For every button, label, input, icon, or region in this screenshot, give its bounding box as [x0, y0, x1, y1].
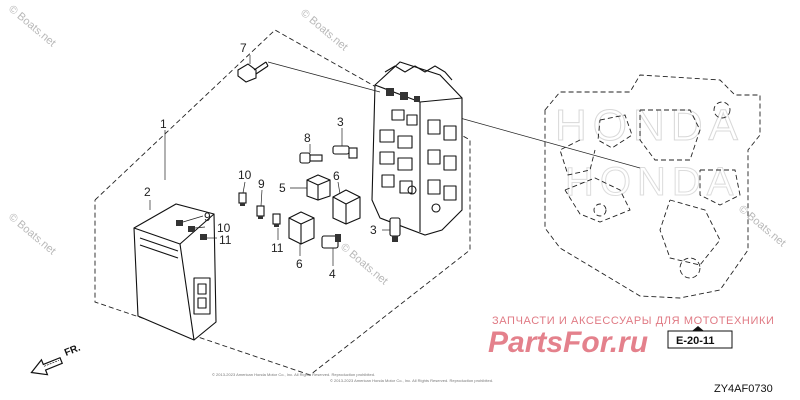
callout-2: 2: [144, 185, 151, 199]
russian-caption: ЗАПЧАСТИ И АКСЕССУАРЫ ДЛЯ МОТОТЕХНИКИ: [492, 315, 774, 327]
boats-watermark-right: © Boats.net: [736, 203, 788, 249]
fuse-part-3-upper: [332, 128, 358, 159]
callout-10-lower: 10: [217, 221, 231, 235]
diagram-code: ZY4AF0730: [714, 383, 773, 395]
callout-6-upper: 6: [333, 169, 340, 183]
callout-6-lower: 6: [296, 257, 303, 271]
callout-11-lower: 11: [219, 233, 232, 247]
copyright-line: © 2013-2023 American Honda Motor Co., In…: [212, 372, 375, 377]
front-direction-label: FR.: [63, 342, 82, 358]
fuse-part-3-lower: [382, 217, 401, 242]
partsfor-watermark: PartsFor.ru: [488, 326, 648, 359]
mini-fuses-outside: [238, 181, 281, 240]
relay-part-5: [290, 174, 331, 201]
diode-part-4: [321, 234, 341, 266]
callout-4: 4: [329, 267, 336, 281]
cover-part-2: [133, 203, 217, 341]
callout-9-upper: 9: [258, 177, 265, 191]
relay-part-6-lower: [288, 211, 315, 256]
callout-3-upper: 3: [337, 115, 344, 129]
engine-casing: [459, 74, 761, 299]
boats-watermark-top: © Boats.net: [298, 7, 350, 53]
callout-8: 8: [304, 131, 311, 145]
callout-5: 5: [279, 181, 286, 195]
honda-background-watermark-2: HONDA: [565, 160, 739, 204]
callout-1: 1: [160, 117, 167, 131]
copyright-line-2: © 2013-2023 American Honda Motor Co., In…: [330, 378, 493, 383]
honda-background-watermark: HONDA: [555, 101, 744, 150]
relay-part-6-upper: [332, 181, 361, 225]
boats-watermark-topleft: © Boats.net: [6, 3, 58, 49]
bolt-part-7: [237, 55, 381, 93]
fuse-relay-box: [371, 61, 463, 236]
reference-pointer: [692, 326, 704, 331]
callout-7: 7: [240, 41, 247, 55]
callout-10-upper: 10: [238, 168, 252, 182]
reference-code: E-20-11: [676, 335, 715, 347]
boats-watermark-center: © Boats.net: [338, 241, 390, 287]
callout-9-lower: 9: [204, 210, 211, 224]
callout-11-upper: 11: [271, 241, 284, 255]
sensor-part-8: [299, 144, 323, 164]
callout-3-lower: 3: [370, 223, 377, 237]
boats-watermark-left: © Boats.net: [6, 211, 58, 257]
assembly-boundary: [94, 29, 471, 376]
front-direction-arrow: [30, 356, 64, 376]
